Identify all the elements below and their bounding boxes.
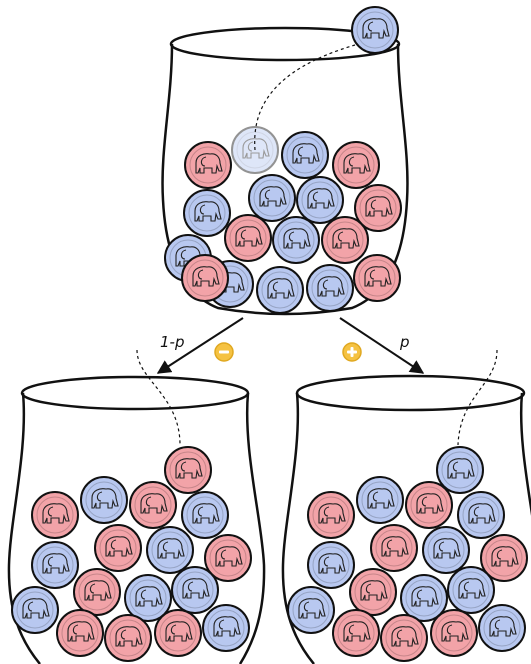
- coin-plus-icon: [343, 343, 361, 361]
- label-right-branch: p: [399, 333, 410, 351]
- added-ball-blue: [437, 447, 483, 493]
- ball-red: [155, 610, 201, 656]
- ball-red: [57, 610, 103, 656]
- ball-red: [182, 255, 228, 301]
- ball-red: [308, 492, 354, 538]
- drawn-ball: [352, 7, 398, 53]
- coin-minus-icon: [215, 343, 233, 361]
- ball-red: [333, 610, 379, 656]
- ball-blue: [297, 177, 343, 223]
- ball-red: [185, 142, 231, 188]
- urn-left-rim: [22, 377, 248, 409]
- ball-blue: [308, 542, 354, 588]
- label-left-branch: 1-p: [160, 333, 184, 351]
- urn-left-balls: [12, 477, 251, 661]
- ball-red: [354, 255, 400, 301]
- ball-red: [130, 482, 176, 528]
- ball-blue: [81, 477, 127, 523]
- ball-red: [322, 217, 368, 263]
- ball-red: [95, 525, 141, 571]
- urn-right-balls: [288, 477, 527, 661]
- ball-blue: [184, 190, 230, 236]
- ball-red: [333, 142, 379, 188]
- ball-blue: [12, 587, 58, 633]
- ball-blue: [458, 492, 504, 538]
- added-ball-red: [165, 447, 211, 493]
- ball-blue: [273, 217, 319, 263]
- urn-right: [283, 376, 531, 664]
- ball-red: [105, 615, 151, 661]
- ball-red: [406, 482, 452, 528]
- ball-blue: [282, 132, 328, 178]
- ball-red: [431, 610, 477, 656]
- ball-blue: [479, 605, 525, 651]
- urn-top-balls: [165, 127, 401, 313]
- ball-red: [32, 492, 78, 538]
- drawn-ball-blue: [352, 7, 398, 53]
- ball-blue: [357, 477, 403, 523]
- ball-blue: [182, 492, 228, 538]
- insert-path-right: [458, 350, 497, 445]
- added-ball-right: [437, 447, 483, 493]
- ball-blue: [288, 587, 334, 633]
- ball-red: [74, 569, 120, 615]
- ball-blue: [423, 527, 469, 573]
- ball-red: [371, 525, 417, 571]
- ball-blue: [448, 567, 494, 613]
- insert-path-left: [137, 350, 180, 445]
- ball-blue: [257, 267, 303, 313]
- ball-blue: [249, 175, 295, 221]
- urn-top: [163, 28, 408, 314]
- ball-red: [225, 215, 271, 261]
- ball-blue: [307, 265, 353, 311]
- ball-blue: [147, 527, 193, 573]
- ball-blue: [32, 542, 78, 588]
- ball-blue: [172, 567, 218, 613]
- urn-left: [9, 377, 264, 664]
- ball-red: [381, 615, 427, 661]
- added-ball-left: [165, 447, 211, 493]
- ball-red: [350, 569, 396, 615]
- ball-blue: [203, 605, 249, 651]
- urn-right-rim: [297, 376, 524, 410]
